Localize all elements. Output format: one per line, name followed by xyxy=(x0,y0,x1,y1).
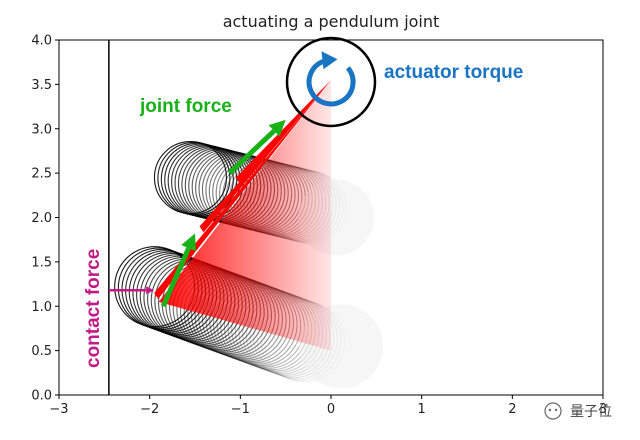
y-tick-label: 1.0 xyxy=(31,300,52,315)
joint-force-arrow-lower-shaft xyxy=(160,247,191,308)
x-tick-label: 2 xyxy=(508,402,516,417)
x-tick-label: 0 xyxy=(327,402,335,417)
joint-force-arrow-lower xyxy=(160,233,196,308)
joint-force-label: joint force xyxy=(139,96,232,117)
joint-force-arrow-upper-head xyxy=(268,119,286,137)
y-tick-label: 3.0 xyxy=(31,122,52,137)
x-tick-label: −3 xyxy=(49,402,68,417)
pendulum-link xyxy=(199,79,331,233)
y-tick-label: 1.5 xyxy=(31,255,52,270)
watermark: 量子位 xyxy=(544,402,612,420)
link-sweep xyxy=(158,79,331,351)
actuator-torque-label: actuator torque xyxy=(384,62,523,83)
y-tick-label: 0.5 xyxy=(31,344,52,359)
y-tick-label: 0.0 xyxy=(31,389,52,404)
x-tick-label: −2 xyxy=(140,402,159,417)
pendulum-link xyxy=(235,79,331,184)
y-tick-label: 2.5 xyxy=(31,167,52,182)
pendulum-links xyxy=(154,79,331,351)
wechat-icon-eye-left xyxy=(548,408,552,412)
x-tick-label: 3 xyxy=(599,402,607,417)
contact-force-arrow xyxy=(108,286,155,295)
y-tick-label: 3.5 xyxy=(31,78,52,93)
joint-force-arrow-upper-shaft xyxy=(227,129,276,175)
x-tick-label: −1 xyxy=(231,402,250,417)
plot-content xyxy=(108,40,383,395)
watermark-text: 量子位 xyxy=(570,404,612,420)
joint-force-arrow-upper xyxy=(227,119,286,175)
x-axis: −3 −2 −1 0 1 2 3 xyxy=(49,395,607,417)
pivot-circle xyxy=(285,36,377,128)
y-tick-label: 2.0 xyxy=(31,211,52,226)
torque-arrowhead-icon xyxy=(321,51,338,70)
chart-title: actuating a pendulum joint xyxy=(223,12,440,31)
contact-force-label: contact force xyxy=(83,249,104,368)
x-tick-label: 1 xyxy=(418,402,426,417)
actuator-torque-marker xyxy=(285,36,377,128)
y-axis: 0.0 0.5 1.0 1.5 2.0 2.5 3.0 3.5 4.0 xyxy=(31,34,59,404)
contact-force-arrow-head xyxy=(146,286,155,295)
torque-arrow-icon xyxy=(306,58,356,107)
wechat-icon xyxy=(544,402,562,420)
joint-force-arrow-lower-head xyxy=(181,233,196,252)
force-arrows xyxy=(108,119,286,308)
pendulum-link xyxy=(154,79,331,299)
y-tick-label: 4.0 xyxy=(31,34,52,49)
wechat-icon-eye-right xyxy=(554,408,558,412)
